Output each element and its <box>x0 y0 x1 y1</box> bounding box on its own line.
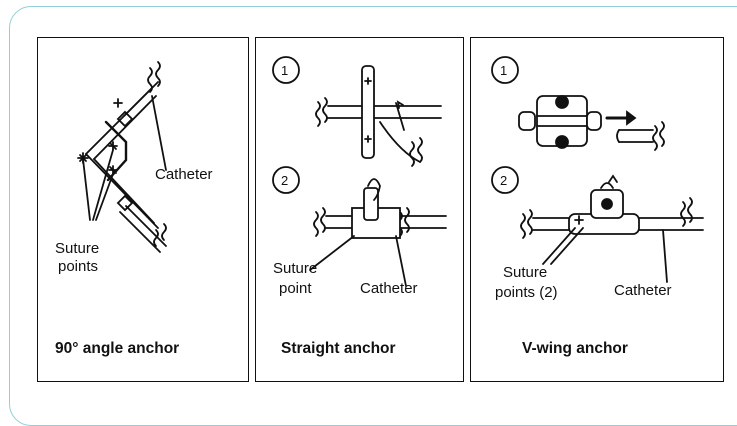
angle-anchor-illustration <box>77 61 167 253</box>
panel-title: 90° angle anchor <box>55 340 180 357</box>
suture-label-line1: Suture <box>55 240 100 257</box>
catheter-label: Catheter <box>614 282 672 299</box>
step-1-number: 1 <box>500 63 508 78</box>
panel-v-wing-anchor: 1 2 Suture points (2) Catheter V-wing an… <box>470 37 724 382</box>
catheter-label: Catheter <box>155 166 213 183</box>
step-2-number: 2 <box>281 173 289 188</box>
panel-title: V-wing anchor <box>522 340 628 357</box>
step-2-circle <box>491 166 519 194</box>
suture-label-line2: point <box>279 280 312 297</box>
suture-label-line2: points <box>58 258 99 275</box>
suture-label-line1: Suture <box>273 260 318 277</box>
straight-anchor-illustration <box>272 56 447 287</box>
panel-straight-anchor: 1 2 Suture point Catheter Straight ancho… <box>255 37 464 382</box>
suture-label-line2: points (2) <box>495 284 558 301</box>
catheter-lower-edge-b <box>93 158 155 224</box>
step-2-circle <box>272 166 300 194</box>
step-1-number: 1 <box>281 63 289 78</box>
catheter-upper-edge-b <box>93 95 157 160</box>
suture-label-line1: Suture <box>503 264 548 281</box>
panel-title: Straight anchor <box>281 340 396 357</box>
step-2-number: 2 <box>500 173 508 188</box>
step-1-circle <box>491 56 519 84</box>
step-1-circle <box>272 56 300 84</box>
catheter-label: Catheter <box>360 280 418 297</box>
v-wing-anchor-illustration <box>491 56 704 283</box>
panel-90-angle-anchor: Catheter Suture points 90° angle anchor <box>37 37 249 382</box>
